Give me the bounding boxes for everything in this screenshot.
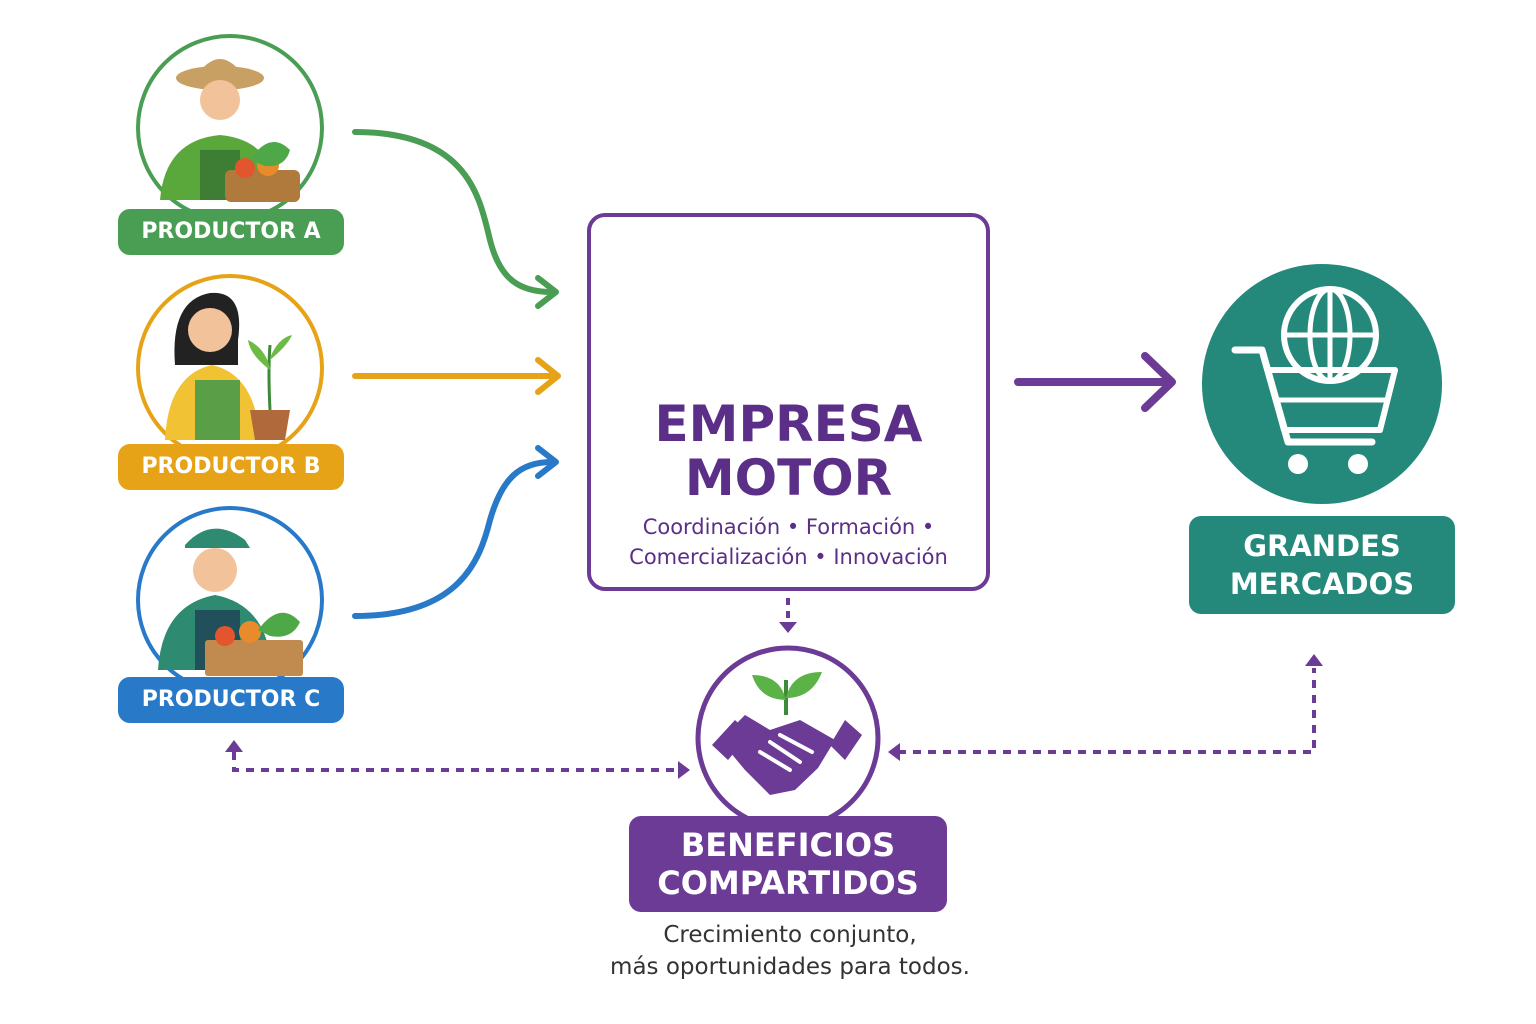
dashed-producers-to-benefits <box>232 752 684 772</box>
benefits-label: BENEFICIOS COMPARTIDOS <box>629 816 947 912</box>
benefits-caption-line2: más oportunidades para todos. <box>610 954 970 980</box>
center-services-line1: Coordinación • Formación • <box>642 515 935 539</box>
producer-a-label: PRODUCTOR A <box>118 209 344 255</box>
producer-c-avatar <box>136 506 324 694</box>
producer-b-label: PRODUCTOR B <box>118 444 344 490</box>
center-services-line2: Comercialización • Innovación <box>629 545 948 569</box>
center-title-line1: EMPRESA <box>654 395 923 453</box>
producer-a-avatar <box>136 34 324 222</box>
dashed-benefits-to-markets <box>898 668 1316 754</box>
markets-label-line2: MERCADOS <box>1229 567 1415 601</box>
handshake-icon <box>695 645 881 831</box>
shopping-cart-icon <box>1202 264 1442 504</box>
markets-label-line1: GRANDES <box>1243 529 1401 563</box>
benefits-caption-line1: Crecimiento conjunto, <box>663 922 917 948</box>
empresa-motor-box: EMPRESA MOTOR Coordinación • Formación •… <box>587 213 990 591</box>
markets-label: GRANDES MERCADOS <box>1189 516 1455 614</box>
benefits-label-line1: BENEFICIOS <box>680 826 896 864</box>
center-title-line2: MOTOR <box>684 449 893 507</box>
producer-c-label: PRODUCTOR C <box>118 677 344 723</box>
arrow-a-to-center <box>352 129 555 295</box>
producer-b-avatar <box>136 274 324 462</box>
arrow-c-to-center <box>352 459 555 619</box>
benefits-label-line2: COMPARTIDOS <box>657 864 919 902</box>
